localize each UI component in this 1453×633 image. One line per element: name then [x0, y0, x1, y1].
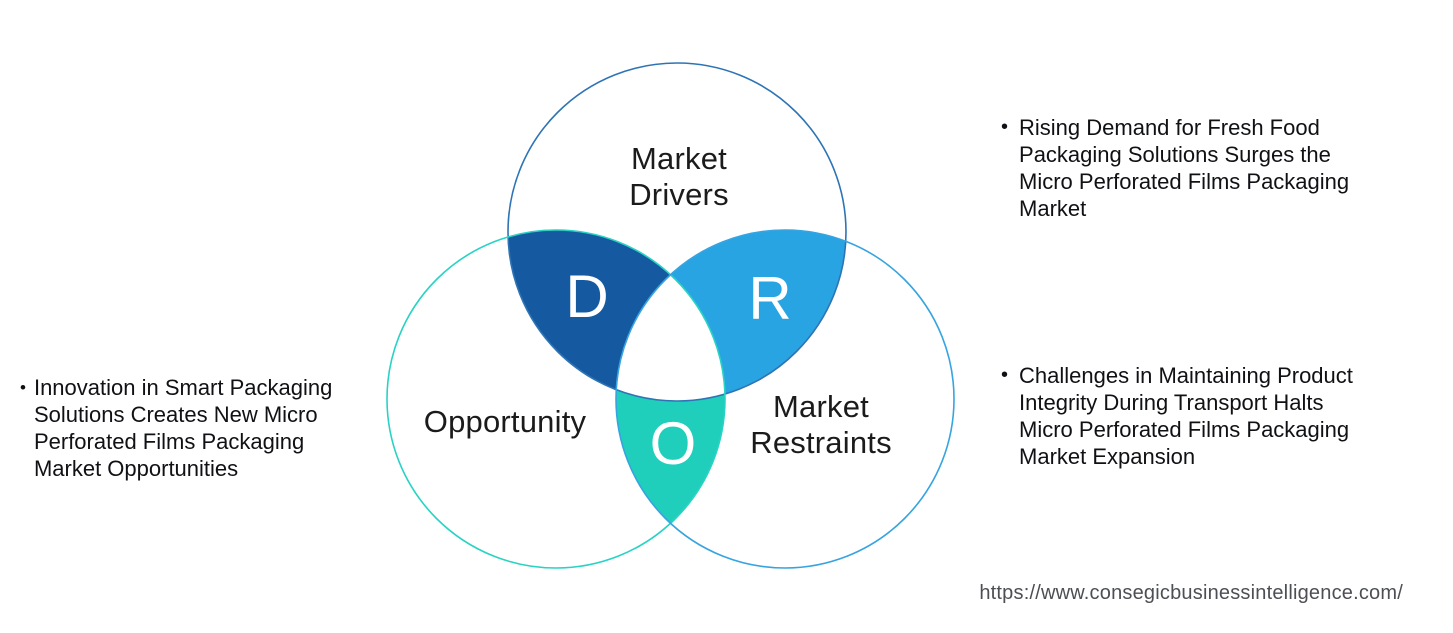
drivers-letter: D — [565, 263, 609, 330]
restraints-circle-outline — [615, 229, 955, 569]
restraints-letter: R — [748, 265, 792, 332]
restraints-label: Market Restraints — [750, 389, 892, 460]
triple-intersection — [616, 230, 725, 401]
restraints-annotation: • Challenges in Maintaining Product Inte… — [1001, 362, 1353, 470]
opportunity-circle-outline — [386, 229, 726, 569]
opportunity-annotation: • Innovation in Smart Packaging Solution… — [20, 374, 332, 482]
restraints-annotation-text: Challenges in Maintaining Product Integr… — [1019, 363, 1353, 469]
opportunity-letter: O — [649, 410, 697, 477]
source-url-link[interactable]: https://www.consegicbusinessintelligence… — [979, 582, 1403, 604]
drivers-label: Market Drivers — [629, 141, 729, 212]
bullet-icon: • — [1001, 116, 1009, 138]
drivers-annotation: • Rising Demand for Fresh Food Packaging… — [1001, 114, 1349, 222]
drivers-annotation-text: Rising Demand for Fresh Food Packaging S… — [1019, 115, 1350, 221]
bullet-icon: • — [20, 378, 26, 397]
drivers-circle-outline — [507, 62, 847, 402]
bullet-icon: • — [1001, 364, 1009, 386]
opportunity-annotation-text: Innovation in Smart Packaging Solutions … — [33, 375, 333, 481]
opportunity-label: Opportunity — [423, 404, 587, 439]
